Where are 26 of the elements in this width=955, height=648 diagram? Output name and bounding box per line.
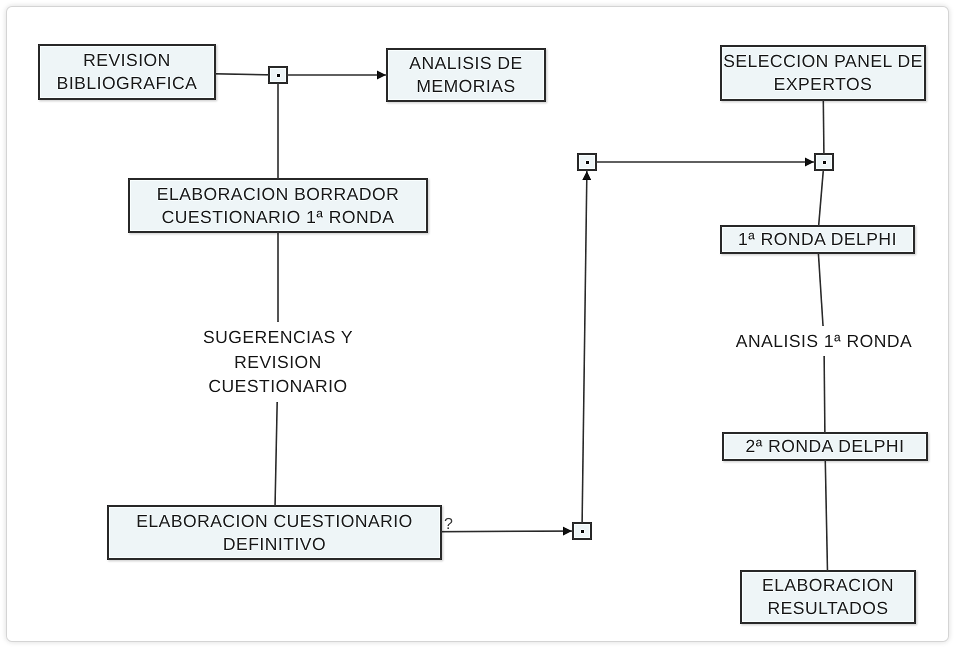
- connector-line: [818, 170, 824, 226]
- process-box: ANALISIS DE MEMORIAS: [386, 48, 546, 102]
- process-box: ELABORACION BORRADOR CUESTIONARIO 1ª RONDA: [128, 178, 428, 233]
- process-box: ELABORACION RESULTADOS: [740, 570, 916, 624]
- process-box: 2ª RONDA DELPHI: [722, 432, 928, 461]
- connector-line: [822, 101, 825, 154]
- arrow: [288, 70, 386, 80]
- side-note: ?: [444, 517, 453, 533]
- junction-box: [814, 153, 834, 171]
- process-box: 1ª RONDA DELPHI: [720, 225, 915, 254]
- connector-line: [277, 84, 279, 178]
- arrow: [442, 526, 572, 536]
- connector-line: [216, 72, 268, 76]
- process-box: SELECCION PANEL DE EXPERTOS: [720, 45, 926, 101]
- process-box: REVISION BIBLIOGRAFICA: [38, 44, 216, 100]
- process-box: ELABORACION CUESTIONARIO DEFINITIVO: [107, 505, 442, 560]
- connector-line: [823, 356, 826, 432]
- connector-line: [277, 233, 279, 322]
- connector-line: [818, 254, 824, 326]
- junction-box: [268, 66, 288, 84]
- connector-line: [824, 460, 828, 570]
- junction-box: [577, 153, 597, 171]
- arrow: [581, 170, 592, 522]
- connector-line: [274, 402, 278, 506]
- arrow: [597, 158, 814, 166]
- junction-box: [572, 522, 592, 540]
